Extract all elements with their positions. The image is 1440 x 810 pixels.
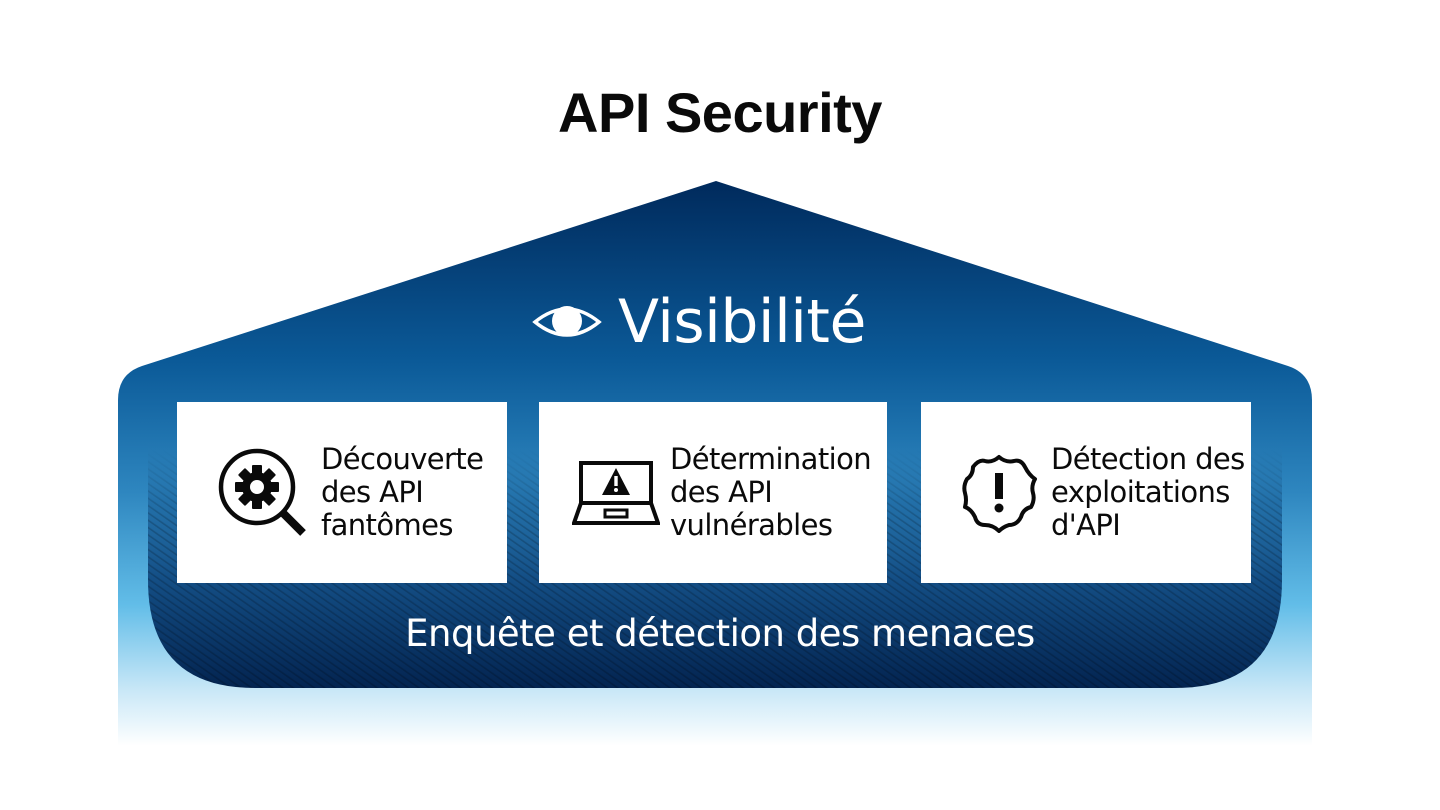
diagram-title: API Security: [558, 81, 882, 144]
card-label: Détermination des API vulnérables: [670, 442, 872, 542]
card-label: Découverte des API fantômes: [321, 442, 484, 542]
card-shadow-api-discovery: Découverte des API fantômes: [177, 402, 507, 583]
visibility-heading: Visibilité: [532, 282, 866, 362]
card-vulnerable-api-assessment: Détermination des API vulnérables: [539, 402, 887, 583]
foundation-label: Enquête et détection des menaces: [405, 612, 1035, 655]
magnifier-gear-icon: [218, 448, 306, 536]
visibility-label: Visibilité: [618, 287, 866, 357]
badge-alert-icon: [962, 454, 1037, 533]
eye-icon: [532, 306, 602, 337]
card-label: Détection des exploitations d'API: [1051, 442, 1245, 542]
card-api-exploit-detection: Détection des exploitations d'API: [921, 402, 1251, 583]
laptop-warning-icon: [572, 460, 660, 525]
